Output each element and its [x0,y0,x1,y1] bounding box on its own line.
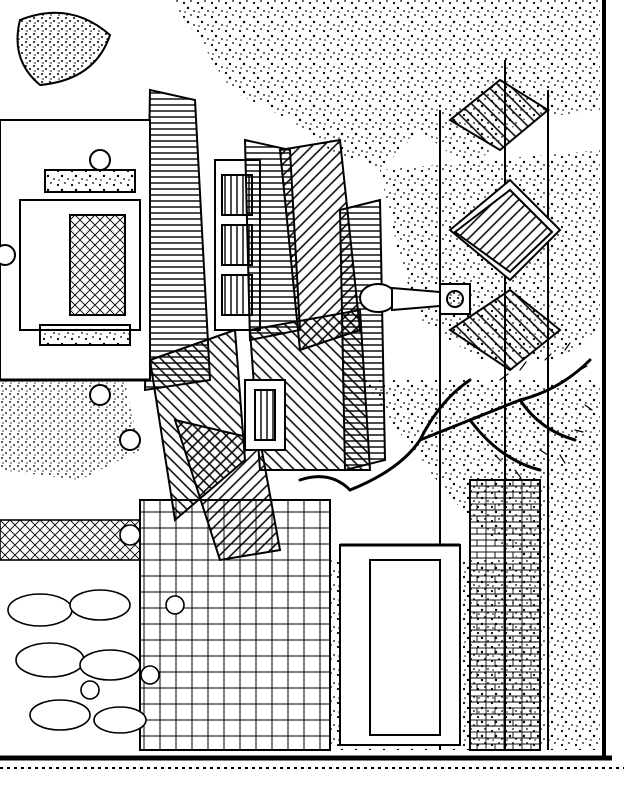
print-border [0,0,624,769]
gnarled-tree [298,342,593,492]
figures-procession [0,519,185,734]
vase-on-stand [359,283,471,315]
side-hall [0,11,151,451]
courtyard-tile-floor [139,499,331,751]
tiered-pavilion [143,88,387,562]
walled-compound [339,60,562,751]
